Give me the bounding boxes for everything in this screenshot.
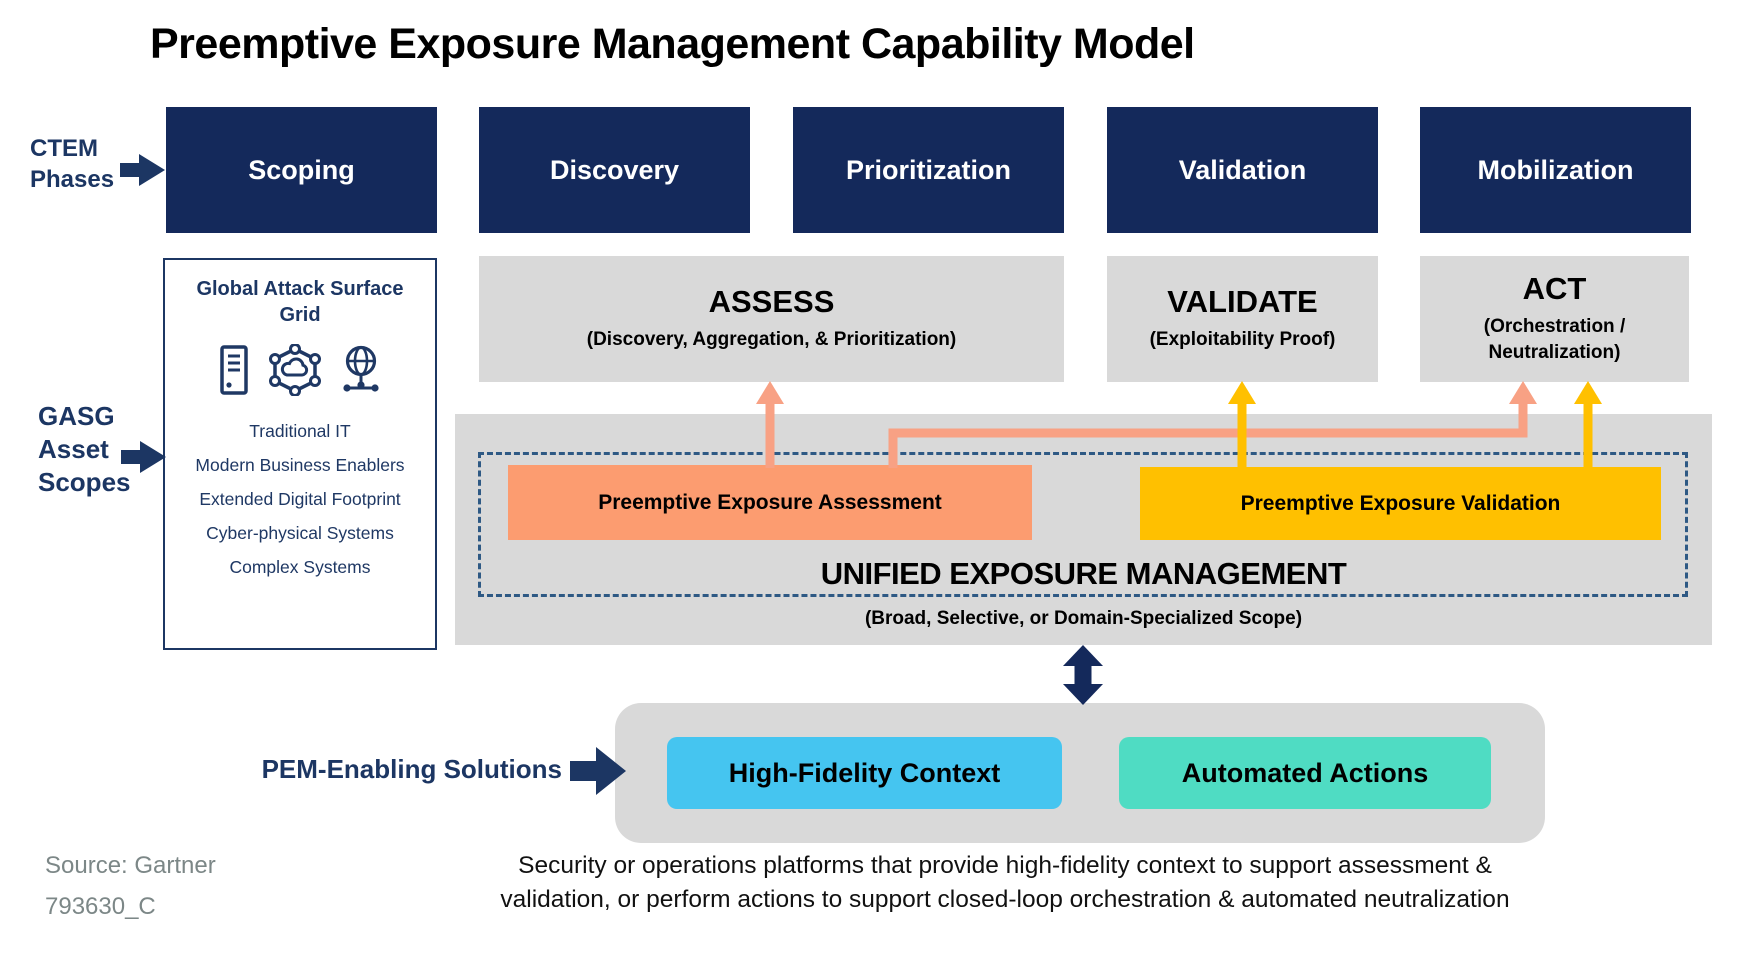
assessment-to-act-arrowhead-icon	[1509, 381, 1537, 404]
unified-exposure-management-title: UNIFIED EXPOSURE MANAGEMENT	[820, 556, 1347, 591]
phase-label: Scoping	[248, 154, 355, 185]
capability-subtitle: (Orchestration / Neutralization)	[1483, 315, 1626, 363]
capability-name: VALIDATE	[1167, 283, 1318, 319]
gasg-item: Traditional IT	[249, 421, 351, 441]
ctem-phases-label: CTEM Phases	[30, 133, 114, 195]
page-title: Preemptive Exposure Management Capabilit…	[150, 20, 1195, 68]
phase-box-discovery: Discovery	[479, 107, 750, 233]
ctem-phases-arrow-icon	[120, 154, 165, 186]
gasg-label-line1: GASG	[38, 401, 115, 431]
gasg-item: Complex Systems	[229, 557, 371, 577]
pem-enabling-solutions-label: PEM-Enabling Solutions	[261, 754, 562, 784]
gasg-label-line2: Asset	[38, 434, 109, 464]
capability-name: ASSESS	[708, 283, 835, 319]
capability-name: ACT	[1522, 270, 1587, 306]
uem-pem-double-arrow-bottom-head-icon	[1063, 684, 1103, 705]
high-fidelity-context-label: High-Fidelity Context	[728, 757, 1001, 788]
preemptive-exposure-assessment-box: Preemptive Exposure Assessment	[508, 465, 1032, 540]
assessment-to-assess-arrowhead-icon	[756, 381, 784, 404]
source-note: Source: Gartner	[45, 852, 216, 879]
phase-label: Validation	[1178, 154, 1307, 185]
globe-network-icon	[343, 345, 379, 392]
phase-label: Prioritization	[845, 154, 1011, 185]
capability-subtitle: (Exploitability Proof)	[1149, 328, 1336, 350]
preemptive-exposure-validation-label: Preemptive Exposure Validation	[1240, 491, 1561, 515]
automated-actions-label: Automated Actions	[1181, 757, 1429, 788]
capability-box-validate: VALIDATE (Exploitability Proof)	[1107, 256, 1378, 382]
automated-actions-box: Automated Actions	[1119, 737, 1491, 809]
unified-exposure-management-subtitle: (Broad, Selective, or Domain-Specialized…	[864, 608, 1303, 629]
bottom-caption: Security or operations platforms that pr…	[430, 849, 1580, 917]
high-fidelity-context-box: High-Fidelity Context	[667, 737, 1062, 809]
document-id: 793630_C	[45, 893, 156, 920]
preemptive-exposure-assessment-label: Preemptive Exposure Assessment	[598, 490, 942, 514]
ctem-phases-label-line2: Phases	[30, 166, 115, 193]
server-icon	[220, 345, 248, 395]
capability-box-act: ACT (Orchestration / Neutralization)	[1420, 256, 1689, 382]
gasg-label-line3: Scopes	[38, 467, 131, 497]
uem-pem-double-arrow-top-head-icon	[1063, 645, 1103, 666]
validation-to-validate-arrowhead-icon	[1228, 381, 1256, 404]
bottom-caption-line1: Security or operations platforms that pr…	[518, 852, 1492, 879]
gasg-item: Cyber-physical Systems	[206, 523, 394, 543]
gasg-panel-title: Global Attack Surface Grid	[196, 278, 404, 326]
bottom-caption-line2: validation, or perform actions to suppor…	[500, 886, 1510, 913]
phase-box-validation: Validation	[1107, 107, 1378, 233]
global-attack-surface-grid-panel: Global Attack Surface Grid	[163, 258, 437, 650]
phase-box-mobilization: Mobilization	[1420, 107, 1691, 233]
phase-label: Discovery	[549, 154, 680, 185]
phase-box-prioritization: Prioritization	[793, 107, 1064, 233]
gasg-item: Modern Business Enablers	[195, 455, 405, 475]
validation-to-act-arrowhead-icon	[1574, 381, 1602, 404]
gasg-item: Extended Digital Footprint	[199, 489, 401, 509]
ctem-phases-label-line1: CTEM	[30, 135, 98, 162]
capability-subtitle: (Discovery, Aggregation, & Prioritizatio…	[586, 328, 957, 350]
gasg-icons-row	[165, 344, 435, 396]
gasg-items-list: Traditional IT Modern Business Enablers …	[165, 414, 435, 584]
phase-box-scoping: Scoping	[166, 107, 437, 233]
phase-label: Mobilization	[1477, 154, 1634, 185]
preemptive-exposure-validation-box: Preemptive Exposure Validation	[1140, 467, 1661, 540]
capability-box-assess: ASSESS (Discovery, Aggregation, & Priori…	[479, 256, 1064, 382]
network-cloud-icon	[269, 344, 321, 396]
gasg-asset-scopes-label: GASG Asset Scopes	[38, 400, 131, 499]
